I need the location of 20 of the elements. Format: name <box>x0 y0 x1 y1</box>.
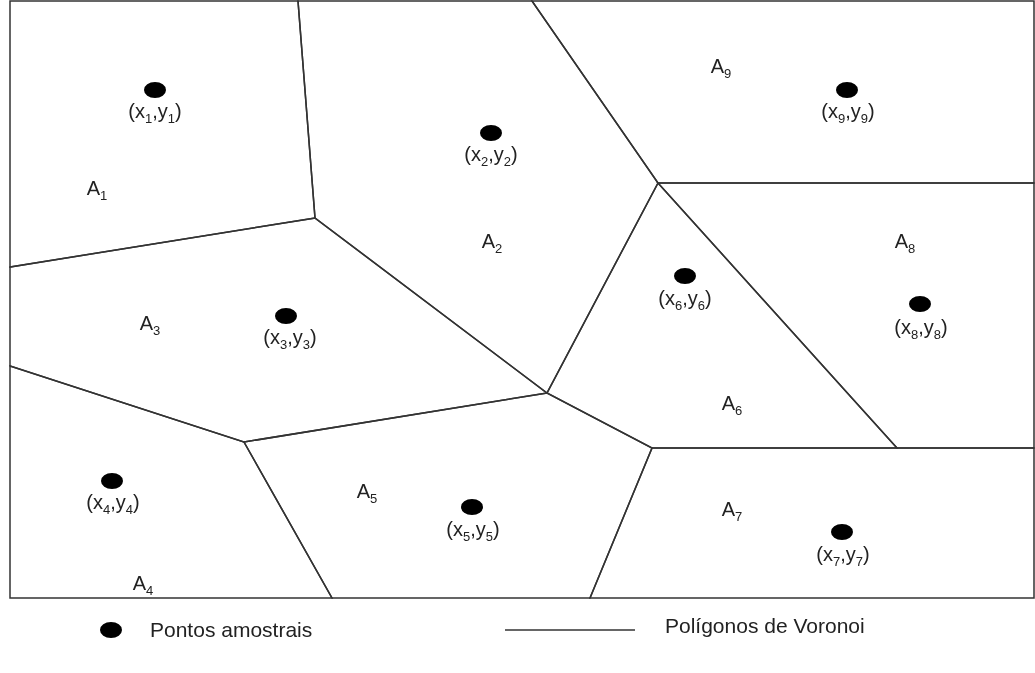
coordinate-label: (x$_{7}$,y$_{7}$) <box>816 544 870 568</box>
coordinate-label: (x$_{4}$,y$_{4}$) <box>86 492 140 516</box>
area-label: A$_{4}$ <box>132 573 154 597</box>
area-label: A$_{7}$ <box>721 499 743 523</box>
area-label: A$_{5}$ <box>356 481 378 505</box>
coordinate-label: (x$_{9}$,y$_{9}$) <box>821 101 875 125</box>
legend-label: Polígonos de Voronoi <box>665 614 865 638</box>
legend-label: Pontos amostrais <box>150 618 313 642</box>
area-label: A$_{6}$ <box>721 393 743 417</box>
coordinate-label: (x$_{2}$,y$_{2}$) <box>464 144 518 168</box>
area-label: A$_{8}$ <box>894 231 916 255</box>
coordinate-label: (x$_{8}$,y$_{8}$) <box>894 317 948 341</box>
area-label: A$_{2}$ <box>481 231 503 255</box>
area-label: A$_{1}$ <box>86 178 108 202</box>
coordinate-label: (x$_{3}$,y$_{3}$) <box>263 327 317 351</box>
coordinate-label: (x$_{6}$,y$_{6}$) <box>658 288 712 312</box>
area-label: A$_{9}$ <box>710 56 732 80</box>
coordinate-label: (x$_{5}$,y$_{5}$) <box>446 519 500 543</box>
area-label: A$_{3}$ <box>139 313 161 337</box>
coordinate-label: (x$_{1}$,y$_{1}$) <box>128 101 182 125</box>
